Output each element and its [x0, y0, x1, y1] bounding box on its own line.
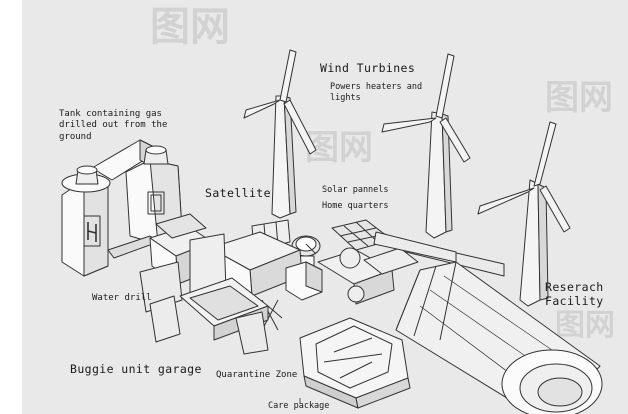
- label-wind-turbines-note: Powers heaters and lights: [330, 82, 423, 103]
- label-gas-tank: Tank containing gas drilled out from the…: [59, 109, 168, 142]
- label-research-facility: Reserach Facility: [545, 280, 604, 309]
- research-facility: [395, 261, 603, 414]
- label-quarantine-zone: Quarantine Zone: [216, 370, 298, 380]
- watermark-top: 图网: [150, 4, 230, 50]
- wind-turbines: [243, 49, 571, 307]
- label-home-quarters: Home quarters: [322, 201, 389, 211]
- label-wind-turbines: Wind Turbines: [320, 61, 416, 75]
- label-care-package: Care package: [268, 401, 330, 411]
- buggie-garage: [149, 277, 269, 355]
- watermark-center: 图网: [305, 128, 373, 168]
- label-buggie-garage: Buggie unit garage: [70, 362, 202, 376]
- label-satellite: Satellite: [205, 186, 271, 200]
- label-solar-pannels: Solar pannels: [322, 185, 389, 195]
- label-water-drill: Water drill: [92, 293, 152, 303]
- watermark-right: 图网: [545, 78, 613, 118]
- watermark-bottom-right: 图网: [555, 308, 615, 343]
- quarantine-zone: [299, 317, 411, 409]
